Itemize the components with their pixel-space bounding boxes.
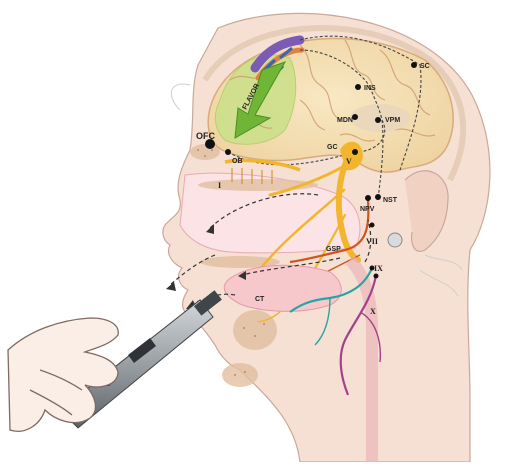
label-ofc: OFC — [196, 131, 215, 141]
label-gc: GC — [327, 144, 338, 151]
tongue — [224, 265, 341, 311]
earring — [388, 233, 402, 247]
label-sc: SC — [420, 63, 430, 70]
label-nst: NST — [383, 197, 398, 204]
label-gsp: GSP — [326, 246, 341, 253]
hand — [8, 318, 118, 431]
label-vagus: X — [370, 307, 376, 316]
label-mdn: MDN — [337, 117, 353, 124]
label-glossopharyngeal: IX — [374, 264, 383, 273]
label-ins: INS — [364, 85, 376, 92]
label-ob: OB — [232, 158, 243, 165]
label-trigeminal: V — [346, 157, 352, 166]
label-vpm: VPM — [385, 117, 400, 124]
label-ct: CT — [255, 296, 265, 303]
label-facial: VII — [366, 237, 378, 246]
label-npv: NPV — [360, 206, 375, 213]
label-olfactory-nerve: I — [218, 181, 221, 190]
